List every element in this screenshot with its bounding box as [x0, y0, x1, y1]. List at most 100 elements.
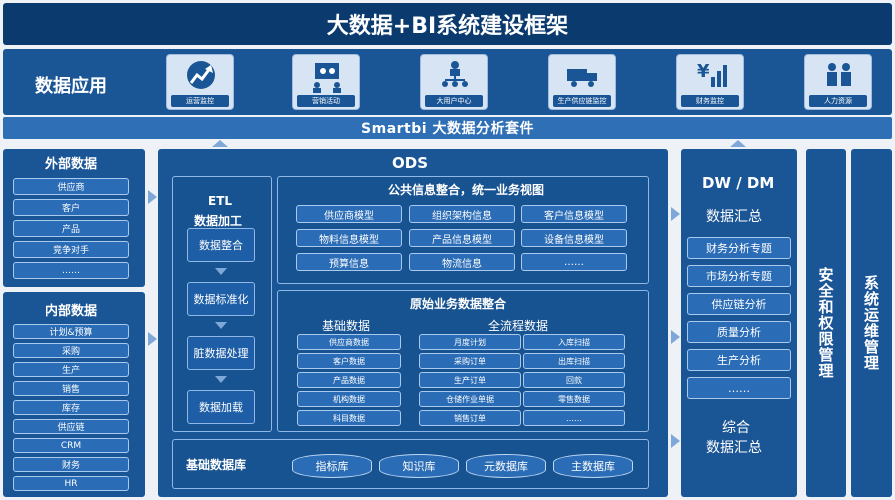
external-item: 竞争对手 — [13, 241, 129, 258]
app-label: 运营监控 — [171, 95, 229, 107]
basic-data-item: 供应商数据 — [297, 334, 401, 350]
dw-topic: 财务分析专题 — [687, 237, 791, 259]
basic-data-item: 产品数据 — [297, 372, 401, 388]
dw-topic: 生产分析 — [687, 349, 791, 371]
basic-data-item: 机构数据 — [297, 391, 401, 407]
flow-data-item: 出库扫描 — [523, 353, 625, 369]
app-label: 营销活动 — [297, 95, 355, 107]
raw-data-title: 原始业务数据整合 — [410, 297, 507, 311]
internal-item: CRM — [13, 438, 129, 453]
public-info-item: 供应商模型 — [296, 205, 402, 223]
app-marketing[interactable]: 营销活动 — [292, 54, 360, 110]
right-arrow — [148, 332, 157, 346]
flow-data-item: 月度计划 — [419, 334, 521, 350]
etl-step: 数据整合 — [187, 228, 255, 262]
app-label: 生产供应链监控 — [553, 95, 611, 107]
app-supply-chain[interactable]: 生产供应链监控 — [548, 54, 616, 110]
dw-footer-line1: 综合 — [722, 420, 750, 436]
flow-data-title: 全流程数据 — [488, 319, 549, 333]
flow-data-item: 销售订单 — [419, 410, 521, 426]
basic-data-item: 客户数据 — [297, 353, 401, 369]
app-label: 财务监控 — [681, 95, 739, 107]
database-cylinder: 主数据库 — [553, 454, 633, 478]
page-title: 大数据+BI系统建设框架 — [326, 14, 569, 39]
internal-data-title: 内部数据 — [45, 304, 98, 319]
database-cylinder: 元数据库 — [466, 454, 546, 478]
public-info-item: 设备信息模型 — [521, 229, 627, 247]
public-info-item: 产品信息模型 — [409, 229, 515, 247]
ops-panel: 系统运维管理 — [851, 149, 892, 497]
suite-title: Smartbi 大数据分析套件 — [361, 121, 534, 137]
app-key-account[interactable]: 大用户中心 — [420, 54, 488, 110]
flow-data-item: 零售数据 — [523, 391, 625, 407]
yen-chart-icon: ¥ — [697, 61, 727, 87]
dw-topic: …… — [687, 377, 791, 399]
dw-topic: 质量分析 — [687, 321, 791, 343]
ops-title: 系统运维管理 — [862, 275, 880, 371]
database-cylinder: 指标库 — [292, 454, 372, 478]
external-data-title: 外部数据 — [45, 157, 98, 172]
up-arrow — [730, 140, 746, 147]
external-item: 客户 — [13, 199, 129, 216]
truck-icon — [567, 69, 597, 87]
internal-item: HR — [13, 476, 129, 491]
internal-item: 生产 — [13, 362, 129, 377]
app-label: 人力资源 — [809, 95, 867, 107]
right-arrow — [671, 330, 680, 344]
growth-chart-icon — [187, 61, 215, 89]
internal-item: 采购 — [13, 343, 129, 358]
basic-data-item: 科目数据 — [297, 410, 401, 426]
etl-title: ETL — [208, 194, 233, 208]
dw-footer-line2: 数据汇总 — [706, 440, 762, 456]
public-info-item: 客户信息模型 — [521, 205, 627, 223]
right-arrow — [671, 434, 680, 448]
dw-topic: 供应链分析 — [687, 293, 791, 315]
etl-subtitle: 数据加工 — [194, 214, 243, 228]
up-arrow — [212, 140, 228, 147]
public-info-item: …… — [521, 253, 627, 271]
presentation-icon — [313, 63, 341, 93]
internal-item: 销售 — [13, 381, 129, 396]
security-title: 安全和权限管理 — [816, 267, 835, 379]
public-info-title: 公共信息整合，统一业务视图 — [388, 183, 545, 197]
security-panel: 安全和权限管理 — [806, 149, 846, 497]
etl-step: 数据标准化 — [187, 282, 255, 316]
etl-step: 数据加载 — [187, 390, 255, 424]
svg-text:¥: ¥ — [697, 61, 710, 82]
people-icon — [827, 63, 851, 86]
external-item: 供应商 — [13, 178, 129, 195]
public-info-item: 物流信息 — [409, 253, 515, 271]
flow-data-item: 回款 — [523, 372, 625, 388]
flow-data-item: 仓储作业单据 — [419, 391, 521, 407]
down-arrow — [215, 268, 227, 275]
flow-data-item: 生产订单 — [419, 372, 521, 388]
down-arrow — [215, 376, 227, 383]
right-arrow — [148, 190, 157, 204]
dw-dm-title: DW / DM — [702, 174, 775, 192]
app-finance[interactable]: ¥ 财务监控 — [676, 54, 744, 110]
base-db-title: 基础数据库 — [186, 458, 247, 472]
external-item: …… — [13, 262, 129, 279]
dw-topic: 市场分析专题 — [687, 265, 791, 287]
database-cylinder: 知识库 — [379, 454, 459, 478]
internal-item: 计划&预算 — [13, 324, 129, 339]
basic-data-title: 基础数据 — [322, 319, 371, 333]
org-hierarchy-icon — [442, 61, 468, 87]
flow-data-item: …… — [523, 410, 625, 426]
public-info-item: 预算信息 — [296, 253, 402, 271]
right-arrow — [671, 207, 680, 221]
internal-item: 供应链 — [13, 419, 129, 434]
suite-band: Smartbi 大数据分析套件 — [3, 117, 892, 139]
flow-data-item: 采购订单 — [419, 353, 521, 369]
app-hr[interactable]: 人力资源 — [804, 54, 872, 110]
dw-dm-subtitle: 数据汇总 — [706, 209, 762, 225]
app-ops-monitor[interactable]: 运营监控 — [166, 54, 234, 110]
etl-step: 脏数据处理 — [187, 336, 255, 370]
internal-item: 财务 — [13, 457, 129, 472]
public-info-item: 物料信息模型 — [296, 229, 402, 247]
data-apps-label: 数据应用 — [35, 76, 107, 97]
external-item: 产品 — [13, 220, 129, 237]
app-label: 大用户中心 — [425, 95, 483, 107]
public-info-item: 组织架构信息 — [409, 205, 515, 223]
down-arrow — [215, 322, 227, 329]
